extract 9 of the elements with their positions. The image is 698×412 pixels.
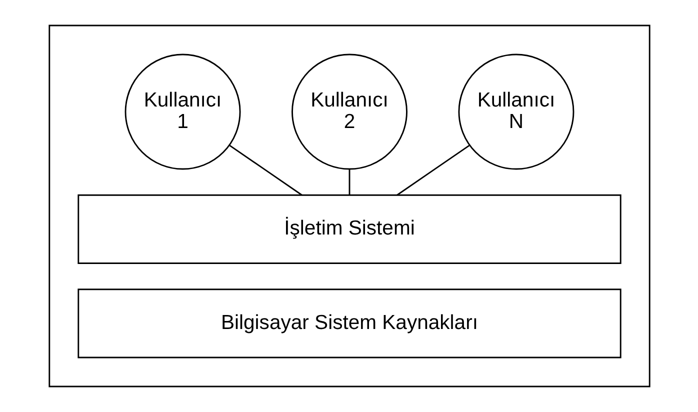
node-circle: Kullanıcı 1 bbox=[124, 54, 240, 170]
connector bbox=[396, 144, 470, 196]
cluster bbox=[48, 24, 650, 388]
node-circle: Kullanıcı N bbox=[458, 54, 574, 170]
connector bbox=[228, 144, 302, 196]
node-box: Bilgisayar Sistem Kaynakları bbox=[77, 288, 621, 358]
connector bbox=[348, 169, 350, 195]
node-box: İşletim Sistemi bbox=[77, 194, 621, 264]
node-circle: Kullanıcı 2 bbox=[291, 54, 407, 170]
